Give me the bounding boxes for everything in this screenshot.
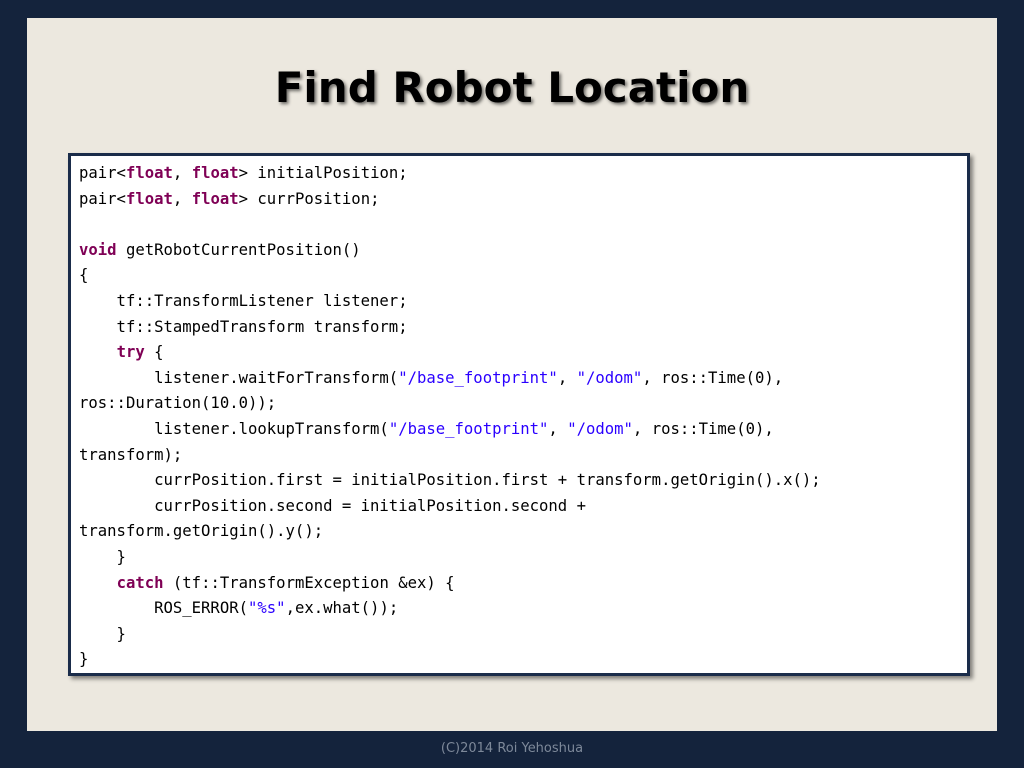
code-line: listener.waitForTransform("/base_footpri…: [79, 366, 959, 392]
code-keyword: float: [125, 164, 173, 182]
code-line: try {: [79, 340, 959, 366]
code-text: listener.lookupTransform(: [79, 419, 389, 438]
code-line: transform);: [79, 443, 959, 469]
code-line: listener.lookupTransform("/base_footprin…: [79, 417, 959, 443]
code-keyword: float: [191, 189, 239, 208]
code-keyword: catch: [116, 573, 164, 592]
code-string: "/base_footprint": [398, 368, 558, 387]
code-line: catch (tf::TransformException &ex) {: [79, 571, 959, 597]
code-line: ros::Duration(10.0));: [79, 391, 959, 417]
code-string: "/odom": [567, 419, 633, 438]
code-line: {: [79, 263, 959, 289]
code-line: void getRobotCurrentPosition(): [79, 238, 959, 264]
code-line: pair<float, float> initialPosition;: [79, 161, 959, 187]
code-keyword: float: [191, 164, 239, 182]
code-text: ros::Duration(10.0));: [79, 394, 277, 413]
code-text: , ros::Time(0),: [632, 419, 774, 438]
code-text: , ros::Time(0),: [642, 368, 784, 387]
code-string: "/base_footprint": [388, 419, 549, 438]
code-keyword: float: [125, 189, 173, 208]
slide: Find Robot Location pair<float, float> i…: [27, 18, 997, 731]
code-block: pair<float, float> initialPosition;pair<…: [79, 161, 959, 673]
code-text: ,: [557, 368, 577, 387]
code-text: getRobotCurrentPosition(): [116, 240, 361, 259]
code-line: }: [79, 545, 959, 571]
code-line: pair<float, float> currPosition;: [79, 187, 959, 213]
slide-title: Find Robot Location: [274, 63, 750, 112]
code-text: {: [144, 343, 164, 362]
code-text: transform.getOrigin().y();: [79, 522, 324, 541]
code-text: ROS_ERROR(: [79, 599, 248, 618]
code-panel: pair<float, float> initialPosition;pair<…: [68, 153, 970, 676]
code-line: currPosition.second = initialPosition.se…: [79, 494, 959, 520]
code-text: [79, 574, 117, 592]
code-text: {: [79, 266, 89, 285]
code-line: }: [79, 647, 959, 673]
code-text: currPosition.first = initialPosition.fir…: [79, 471, 821, 490]
code-text: currPosition.second = initialPosition.se…: [79, 496, 586, 515]
code-line: transform.getOrigin().y();: [79, 519, 959, 545]
code-line: tf::StampedTransform transform;: [79, 315, 959, 341]
code-line: [79, 212, 959, 238]
code-text: }: [79, 547, 126, 566]
code-line: currPosition.first = initialPosition.fir…: [79, 468, 959, 494]
code-text: pair<: [79, 189, 126, 208]
code-line: tf::TransformListener listener;: [79, 289, 959, 315]
code-text: (tf::TransformException &ex) {: [163, 573, 455, 592]
code-string: "%s": [248, 599, 286, 618]
code-text: ,: [172, 164, 192, 182]
code-text: [79, 343, 117, 361]
copyright-footer: (C)2014 Roi Yehoshua: [440, 741, 584, 756]
code-text: ,: [548, 419, 568, 438]
code-text: tf::StampedTransform transform;: [79, 317, 408, 336]
code-text: transform);: [79, 445, 183, 464]
code-text: > initialPosition;: [238, 164, 408, 182]
code-line: ROS_ERROR("%s",ex.what());: [79, 596, 959, 622]
code-text: tf::TransformListener listener;: [79, 291, 408, 310]
code-string: "/odom": [576, 368, 643, 387]
code-text: > currPosition;: [238, 189, 380, 208]
code-text: pair<: [79, 164, 126, 182]
code-keyword: try: [116, 343, 145, 362]
code-text: }: [79, 650, 89, 669]
code-line: }: [79, 622, 959, 648]
code-keyword: void: [79, 240, 117, 259]
code-text: ,ex.what());: [285, 599, 399, 618]
code-text: ,: [172, 189, 192, 208]
code-text: listener.waitForTransform(: [79, 368, 399, 387]
code-text: }: [79, 624, 126, 643]
